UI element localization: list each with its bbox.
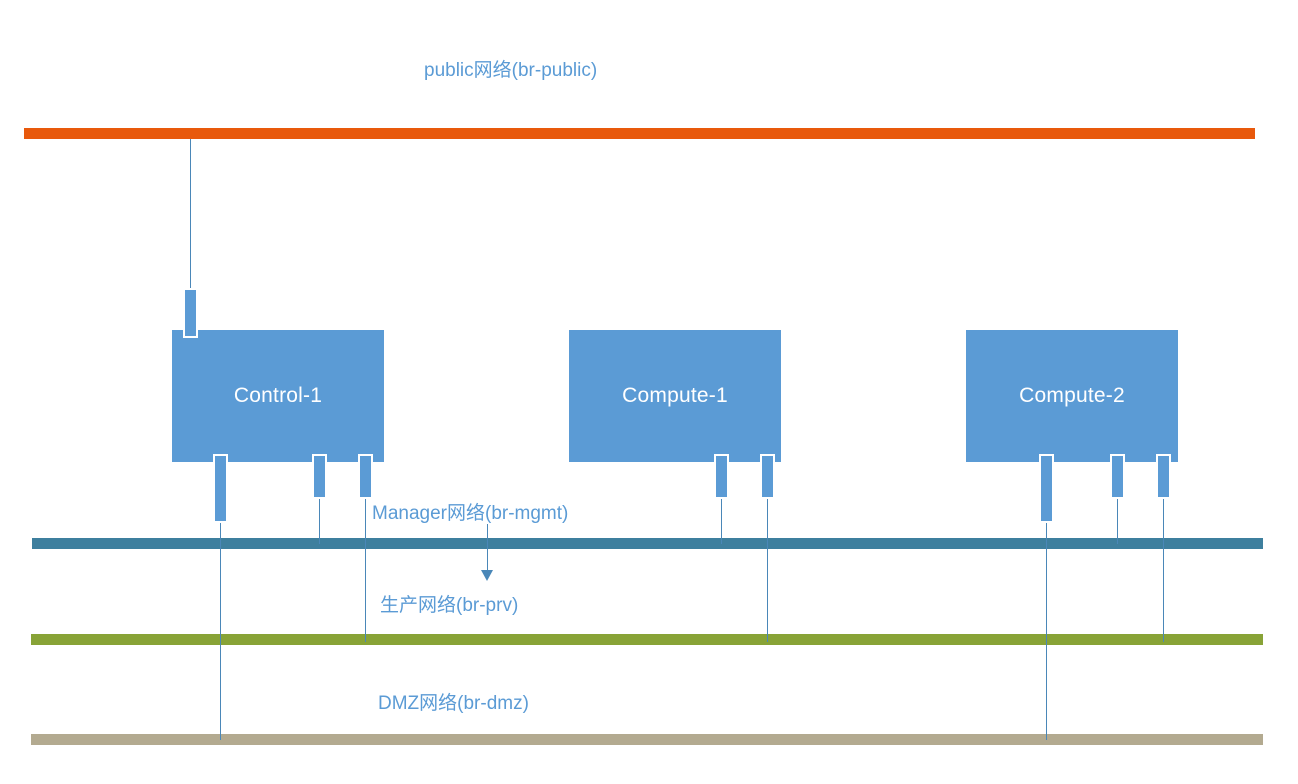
wire-compute-1-to-prv bbox=[767, 499, 768, 642]
wire-control-1-to-public bbox=[190, 139, 191, 288]
nic-compute-1-mgmt[interactable] bbox=[714, 454, 729, 499]
arrow-head-icon bbox=[481, 570, 493, 581]
wire-compute-1-to-mgmt bbox=[721, 499, 722, 544]
node-label-compute-1: Compute-1 bbox=[622, 384, 728, 407]
network-label-prv: 生产网络(br-prv) bbox=[380, 595, 519, 616]
nic-compute-2-prv[interactable] bbox=[1156, 454, 1171, 499]
node-compute-1[interactable]: Compute-1 bbox=[569, 330, 781, 462]
network-label-dmz: DMZ网络(br-dmz) bbox=[378, 693, 529, 714]
nic-control-1-public[interactable] bbox=[183, 288, 198, 338]
wire-compute-2-to-dmz bbox=[1046, 523, 1047, 740]
nic-control-1-mgmt[interactable] bbox=[312, 454, 327, 499]
nic-compute-2-mgmt[interactable] bbox=[1110, 454, 1125, 499]
nic-compute-1-prv[interactable] bbox=[760, 454, 775, 499]
wire-control-1-to-dmz bbox=[220, 523, 221, 740]
network-label-mgmt: Manager网络(br-mgmt) bbox=[372, 503, 569, 524]
nic-compute-2-dmz[interactable] bbox=[1039, 454, 1054, 523]
node-label-compute-2: Compute-2 bbox=[1019, 384, 1125, 407]
network-bar-prv[interactable] bbox=[31, 634, 1263, 645]
wire-compute-2-to-mgmt bbox=[1117, 499, 1118, 544]
nic-control-1-dmz[interactable] bbox=[213, 454, 228, 523]
network-bar-mgmt[interactable] bbox=[32, 538, 1263, 549]
network-label-public: public网络(br-public) bbox=[424, 60, 598, 81]
wire-control-1-to-mgmt bbox=[319, 499, 320, 544]
wire-compute-2-to-prv bbox=[1163, 499, 1164, 642]
node-control-1[interactable]: Control-1 bbox=[172, 330, 384, 462]
node-compute-2[interactable]: Compute-2 bbox=[966, 330, 1178, 462]
node-label-control-1: Control-1 bbox=[233, 384, 323, 407]
arrow-shaft bbox=[487, 524, 488, 572]
network-bar-dmz[interactable] bbox=[31, 734, 1263, 745]
network-bar-public[interactable] bbox=[24, 128, 1255, 139]
wire-control-1-to-prv bbox=[365, 499, 366, 642]
nic-control-1-prv[interactable] bbox=[358, 454, 373, 499]
